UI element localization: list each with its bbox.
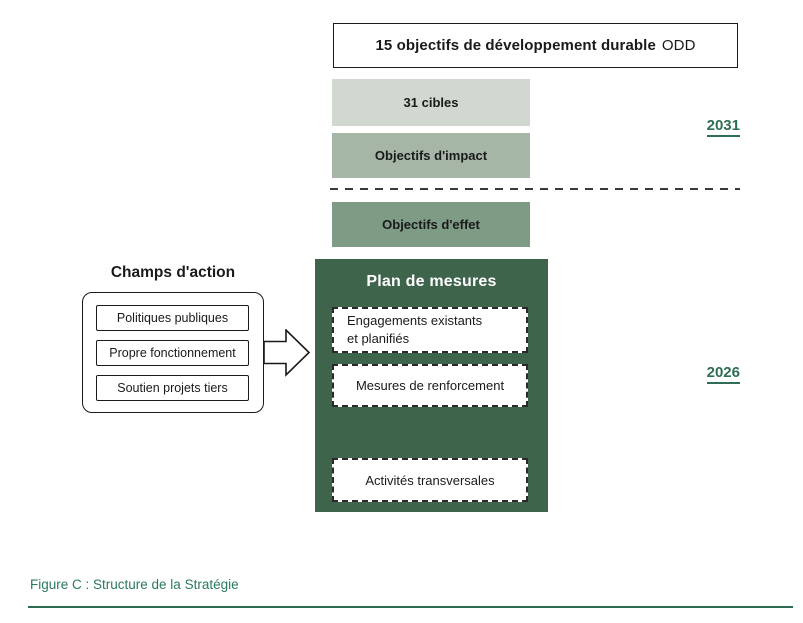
odd-title-box: 15 objectifs de développement durable OD… [333, 23, 738, 68]
action-item-label: Soutien projets tiers [117, 381, 228, 395]
plan-item-mesures-renforcement: Mesures de renforcement [332, 364, 528, 407]
bottom-rule [28, 606, 793, 608]
milestone-year: 2026 [706, 364, 740, 384]
plan-item-engagements: Engagements existants et planifiés [332, 307, 528, 353]
action-item-soutien-projets-tiers: Soutien projets tiers [96, 375, 249, 401]
plan-de-mesures-box: Plan de mesures Engagements existants et… [315, 259, 548, 512]
figure-caption: Figure C : Structure de la Stratégie [30, 577, 239, 592]
action-item-politiques-publiques: Politiques publiques [96, 305, 249, 331]
plan-item-line: et planifiés [347, 331, 410, 346]
level-objectifs-effet: Objectifs d'effet [332, 202, 530, 247]
action-item-label: Politiques publiques [116, 311, 229, 325]
plan-item-label: Activités transversales [365, 472, 495, 488]
level-label: Objectifs d'effet [382, 217, 480, 232]
level-label: 31 cibles [403, 95, 459, 110]
action-item-propre-fonctionnement: Propre fonctionnement [96, 340, 249, 366]
odd-title-text: 15 objectifs de développement durable [375, 37, 656, 54]
level-objectifs-impact: Objectifs d'impact [332, 133, 530, 178]
plan-title: Plan de mesures [366, 273, 497, 290]
plan-item-activites-transversales: Activités transversales [332, 458, 528, 502]
odd-title-suffix: ODD [661, 37, 696, 54]
level-label: Objectifs d'impact [374, 148, 488, 163]
milestone-year: 2031 [706, 117, 740, 137]
right-block-arrow-icon [263, 329, 311, 377]
action-item-label: Propre fonctionnement [109, 346, 236, 360]
milestone-2031: 2031 [688, 117, 740, 137]
plan-item-label: Mesures de renforcement [355, 378, 505, 393]
plan-item-line: Engagements existants [347, 312, 483, 328]
level-31-cibles: 31 cibles [332, 79, 530, 126]
timeline-dashed-separator [330, 188, 740, 190]
milestone-2026: 2026 [688, 364, 740, 384]
champs-daction-title: Champs d'action [110, 264, 236, 281]
champs-daction-container: Politiques publiques Propre fonctionneme… [82, 292, 264, 413]
